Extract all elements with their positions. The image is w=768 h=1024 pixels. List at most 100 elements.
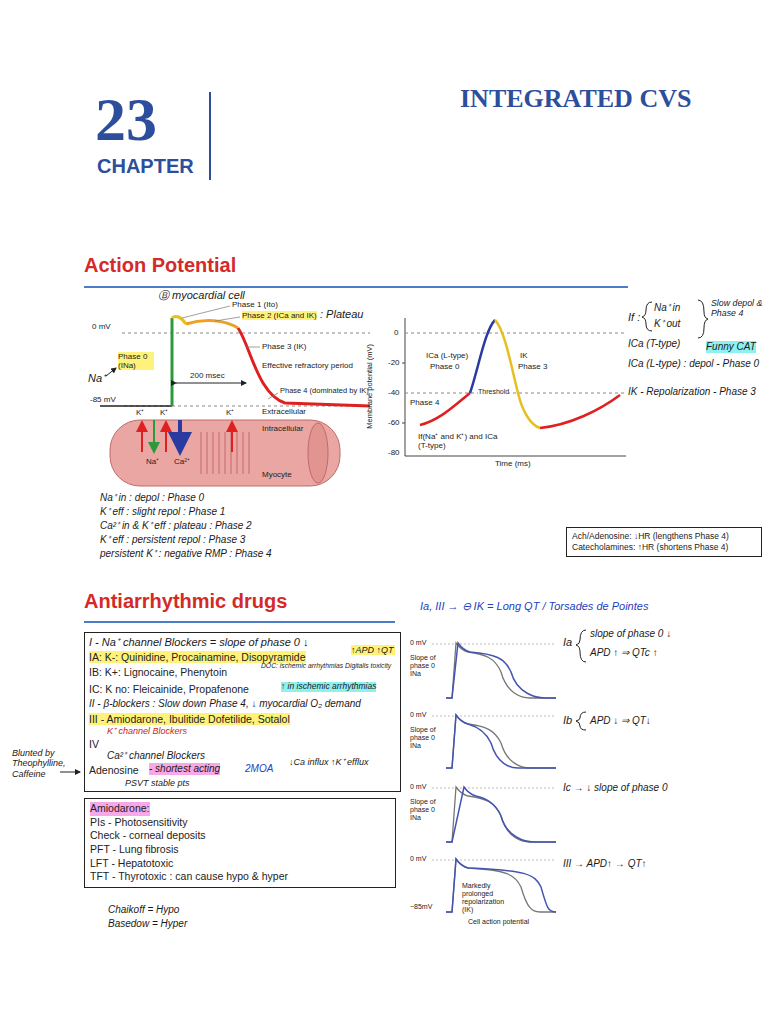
phase-label: Phase 0 [430, 362, 459, 371]
phase-label: Phase 1 (Ito) [232, 300, 278, 309]
tick-label: -40 [388, 388, 400, 397]
tick-label: -80 [388, 448, 400, 457]
section-heading: Antiarrhythmic drugs [84, 590, 287, 613]
box-text: PIs - Photosensitivity [90, 816, 390, 830]
page-title: INTEGRATED CVS [460, 84, 691, 114]
box-text: IA: K-: Quinidine, Procainamine, Disopyr… [89, 651, 306, 663]
phase-label: Effective refractory period [262, 361, 353, 370]
box-text: LFT - Hepatotoxic [90, 857, 390, 871]
box-text: I - Na⁺ channel Blockers = slope of phas… [89, 636, 309, 649]
axis-label: 0 mV [92, 322, 111, 331]
handwritten-note: slope of phase 0 ↓ [590, 628, 671, 640]
graph-label: Slope of phase 0 INa [410, 798, 446, 822]
ion-label: K⁺ [226, 408, 234, 417]
box-text: Catecholamines: ↑HR (shortens Phase 4) [572, 542, 756, 553]
tick-label: -60 [388, 418, 400, 427]
current-label: IK [520, 351, 528, 360]
box-text: DOC: ischemic arrhythmias Digitalis toxi… [261, 662, 397, 670]
drug-ap-graphs [432, 643, 556, 912]
box-text: 2MOA [245, 763, 273, 775]
graph-label: Markedly prolonged repolarization (IK) [462, 882, 512, 914]
box-text: ↓Ca influx ↑K⁺ efflux [289, 757, 373, 767]
handwritten-note: persistent K⁺ : negative RMP : Phase 4 [100, 548, 272, 560]
box-text: Ach/Adenosine: ↓HR (lengthens Phase 4) [572, 531, 756, 542]
threshold-label: Threshold [478, 388, 509, 396]
phase-label: Phase 4 [410, 398, 439, 407]
divider [209, 92, 211, 180]
handwritten-note: Slow depol & Phase 4 [711, 298, 765, 318]
chapter-number: 23 [95, 84, 157, 155]
axis-title: Membrane potential (mV) [366, 344, 375, 429]
ion-label: Na⁺ [88, 372, 106, 385]
box-text: - shortest acting [149, 763, 220, 775]
handwritten-note: Ia, III → ⊖ IK = Long QT / Torsades de P… [420, 600, 648, 613]
handwritten-note: APD ↓ ⇒ QT↓ [590, 715, 651, 727]
myocyte-illustration [110, 420, 340, 486]
phase-label: Phase 0 (INa) [118, 352, 154, 370]
axis-title: Time (ms) [495, 459, 531, 468]
axis-label: 0 mV [410, 783, 426, 791]
dimension: 200 msec [190, 371, 225, 380]
current-label: If(Na⁺ and K⁺) and ICa (T-type) [418, 432, 502, 450]
info-box: Ach/Adenosine: ↓HR (lengthens Phase 4)Ca… [566, 527, 762, 557]
section-rule [84, 621, 395, 623]
phase-label: Phase 4 (dominated by IK) [280, 387, 369, 396]
box-text: IB: K+: Lignocaine, Phenytoin [89, 666, 227, 678]
handwritten-note: III → APD↑ → QT↑ [563, 858, 647, 870]
box-text: K⁺ channel Blockers [107, 726, 187, 736]
handwritten-note: If : [628, 311, 640, 324]
handwritten-note: Chaikoff = Hypo [108, 904, 179, 916]
box-text: ↑APD ↑QT [351, 645, 395, 655]
handwritten-note: K⁺ eff : persistent repol : Phase 3 [100, 534, 245, 546]
box-text: ↑ in ischemic arrhythmias [281, 682, 376, 692]
pacemaker-ap-graph [402, 318, 626, 456]
graph-caption: Cell action potential [468, 918, 529, 926]
handwritten-note: K⁺ out [654, 318, 680, 330]
region-label: Intracellular [262, 424, 303, 433]
myocyte-ap-graph [100, 306, 370, 406]
tick-label: -20 [388, 358, 400, 367]
axis-label: -85 mV [90, 395, 116, 404]
handwritten-note: APD ↑ ⇒ QTc ↑ [590, 647, 658, 659]
axis-label: 0 mV [410, 855, 426, 863]
handwritten-note: Blunted by Theophylline, Caffeine [12, 748, 82, 779]
drug-class-box: I - Na⁺ channel Blockers = slope of phas… [84, 632, 401, 792]
section-rule [84, 286, 628, 288]
handwritten-note: Basedow = Hyper [108, 918, 187, 930]
current-label: ICa (L-type) [426, 351, 468, 360]
handwritten-note: Ib [563, 714, 572, 727]
box-text: IC: K no: Fleicainide, Propafenone [89, 683, 249, 695]
region-label: Extracellular [262, 407, 306, 416]
handwritten-note: IK - Repolarization - Phase 3 [628, 386, 764, 398]
chapter-label: CHAPTER [97, 155, 194, 178]
box-text: III - Amiodarone, Ibulitide Dofetilide, … [89, 713, 290, 725]
phase-label: Phase 2 (ICa and IK) [242, 311, 317, 320]
graph-label: Slope of phase 0 INa [410, 726, 446, 750]
handwritten-note: Na⁺ in [654, 302, 680, 314]
box-text: IV [89, 738, 99, 750]
box-text: PSVT stable pts [125, 778, 190, 788]
mnemonic-box: Amiodarone:PIs - PhotosensitivityCheck -… [84, 798, 396, 888]
handwritten-note: Ic → ↓ slope of phase 0 [563, 782, 668, 794]
handwritten-note: Na⁺ in : depol : Phase 0 [100, 492, 204, 504]
ion-label: K⁺ [160, 408, 168, 417]
axis-label: 0 mV [410, 711, 426, 719]
handwritten-note: Ca²⁺ in & K⁺ eff : plateau : Phase 2 [100, 520, 252, 532]
part-label: Myocyte [262, 470, 292, 479]
section-heading: Action Potential [84, 254, 236, 277]
box-text: Ca²⁺ channel Blockers [107, 750, 205, 762]
ion-label: K⁺ [136, 408, 144, 417]
axis-label: 0 mV [410, 639, 426, 647]
box-text: Amiodarone: [90, 802, 150, 816]
box-text: PFT - Lung fibrosis [90, 843, 390, 857]
axis-label: −85mV [410, 903, 432, 911]
handwritten-note: K⁺ eff : slight repol : Phase 1 [100, 506, 225, 518]
ion-label: Ca²⁺ [174, 457, 190, 466]
tick-label: 0 [394, 328, 398, 337]
box-text: II - β-blockers : Slow down Phase 4, ↓ m… [89, 698, 361, 710]
phase-label: Phase 3 [518, 362, 547, 371]
box-text: TFT - Thyrotoxic : can cause hypo & hype… [90, 870, 390, 884]
handwritten-note: ICa (L-type) : depol - Phase 0 [628, 358, 764, 370]
handwritten-note: Funny CAT [706, 341, 756, 353]
box-text: Adenosine [89, 764, 139, 776]
